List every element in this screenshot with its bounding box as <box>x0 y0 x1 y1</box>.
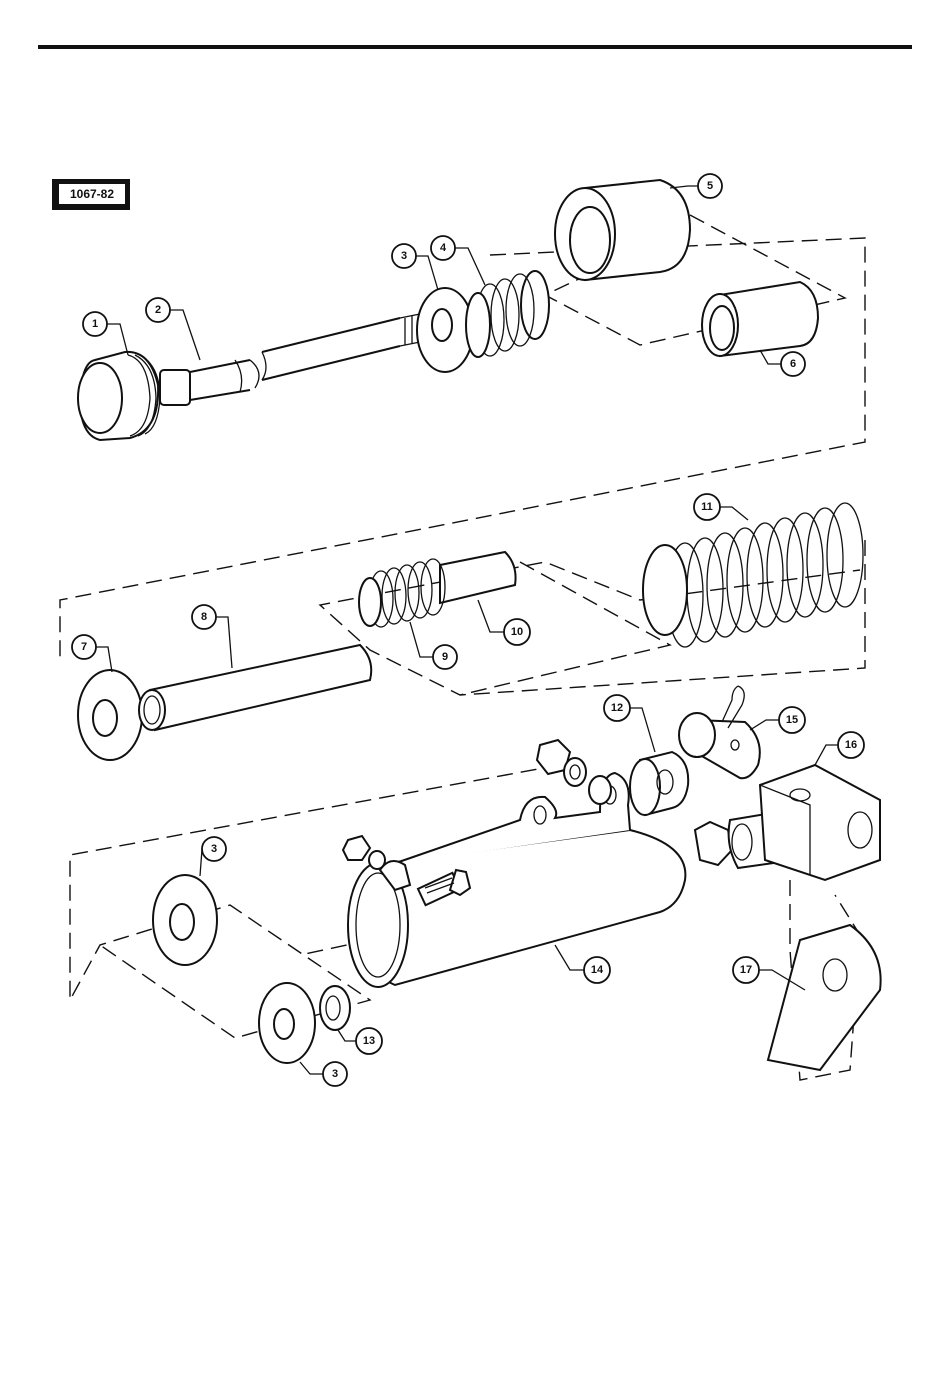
part-washer-13 <box>320 986 350 1030</box>
callout-11-label: 11 <box>701 501 713 513</box>
callout-7: 7 <box>72 635 96 659</box>
callout-1-label: 1 <box>92 318 98 330</box>
part-bushing <box>630 752 688 815</box>
callout-3-middle-label: 3 <box>211 843 217 855</box>
callout-8-label: 8 <box>201 611 207 623</box>
callout-3-lower-label: 3 <box>332 1068 338 1080</box>
callout-5-label: 5 <box>707 180 713 192</box>
callout-1: 1 <box>83 312 107 336</box>
callout-15-label: 15 <box>786 714 798 726</box>
part-spring-large <box>643 503 863 647</box>
callout-3-lower: 3 <box>323 1062 347 1086</box>
part-pin <box>679 686 760 778</box>
callout-8: 8 <box>192 605 216 629</box>
callout-3-upper: 3 <box>392 244 416 268</box>
part-spring-9-sleeve-10 <box>359 552 516 627</box>
part-spring-small <box>466 271 549 357</box>
callout-15: 15 <box>779 707 805 733</box>
callout-12-label: 12 <box>611 702 623 714</box>
callout-12: 12 <box>604 695 630 721</box>
part-nut-small-left <box>343 836 385 869</box>
callout-6: 6 <box>781 352 805 376</box>
part-washer-middle <box>153 875 217 965</box>
part-sleeve-large <box>555 180 690 280</box>
callout-9: 9 <box>433 645 457 669</box>
part-bracket <box>768 925 881 1070</box>
part-washer-7 <box>78 670 142 760</box>
callout-6-label: 6 <box>790 358 796 370</box>
callout-14: 14 <box>584 957 610 983</box>
callout-2-label: 2 <box>155 304 161 316</box>
part-sleeve-small <box>702 282 818 356</box>
part-nut-washer-upper <box>537 740 611 804</box>
callout-2: 2 <box>146 298 170 322</box>
callout-14-label: 14 <box>591 964 604 976</box>
part-rod <box>190 312 430 400</box>
part-clevis <box>695 765 880 880</box>
callout-16-label: 16 <box>845 739 857 751</box>
callout-17: 17 <box>733 957 759 983</box>
callout-10: 10 <box>504 619 530 645</box>
figure-id-box: 1067-82 <box>52 179 130 210</box>
callout-4-label: 4 <box>440 242 447 254</box>
part-tube-8 <box>139 645 371 730</box>
callout-4: 4 <box>431 236 455 260</box>
callout-5: 5 <box>698 174 722 198</box>
callout-13: 13 <box>356 1028 382 1054</box>
part-adjuster-cap <box>78 352 190 440</box>
callout-3-middle: 3 <box>202 837 226 861</box>
callout-3-upper-label: 3 <box>401 250 407 262</box>
part-washer-lower <box>259 983 315 1063</box>
callout-17-label: 17 <box>740 964 752 976</box>
figure-id-label: 1067-82 <box>70 187 114 201</box>
callout-16: 16 <box>838 732 864 758</box>
callout-7-label: 7 <box>81 641 87 653</box>
callout-9-label: 9 <box>442 651 448 663</box>
callout-13-label: 13 <box>363 1035 375 1047</box>
callout-10-label: 10 <box>511 626 523 638</box>
part-washer-upper <box>417 288 473 372</box>
callout-11: 11 <box>694 494 720 520</box>
